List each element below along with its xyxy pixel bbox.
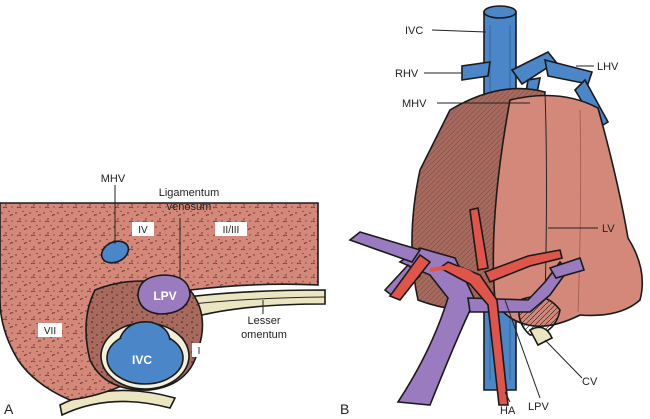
lpv-vessel [137,274,191,315]
seg-iiiii-box [215,222,247,236]
label-lv: LV [602,223,615,235]
mhv-vessel [100,240,130,264]
label-lpv-b: LPV [528,401,549,413]
label-ligamentum-2: venosum [167,201,212,213]
label-ivc-a: IVC [132,353,152,367]
seg-vii-box [38,323,62,337]
panel-letter-b: B [340,401,349,417]
label-seg-iv: IV [138,225,148,236]
seg-i-box [192,343,206,357]
panel-a: LPV IVC IV II/III VII I MHV Ligamentum v… [0,173,326,417]
label-lesser-2: omentum [241,329,287,341]
panel-b: IVC RHV LHV MHV LV CV LPV HA B [340,5,644,417]
label-ivc-b: IVC [405,25,423,37]
label-rhv: RHV [395,68,419,80]
label-seg-iiiii: II/III [223,225,240,236]
seg-iv-box [132,222,154,236]
label-ligamentum-1: Ligamentum [159,187,220,199]
label-mhv-a: MHV [101,173,126,185]
label-seg-i: I [198,346,201,357]
label-cv: CV [582,376,598,388]
label-lpv-a: LPV [153,289,176,303]
portal-vein [396,247,476,406]
liver-lobe [492,94,644,328]
panel-letter-a: A [4,401,14,417]
label-seg-vii: VII [44,326,56,337]
label-ha: HA [500,405,516,417]
label-lhv: LHV [597,61,619,73]
rhv-vessel [461,61,491,81]
label-lesser-1: Lesser [247,315,280,327]
label-mhv-b: MHV [402,98,427,110]
